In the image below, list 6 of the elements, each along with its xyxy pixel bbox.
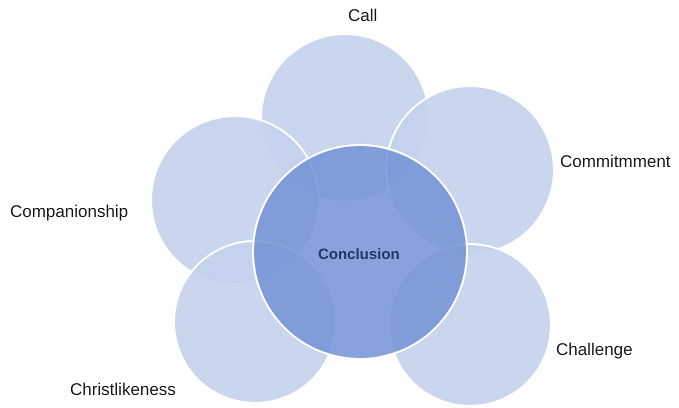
circle-label: Commitmment [560,152,671,172]
circle-label: Companionship [10,202,128,222]
circle-label: Conclusion [318,246,400,263]
circle-label: Challenge [556,340,633,360]
circle-label: Christlikeness [70,380,176,400]
circle-label: Call [348,6,378,26]
